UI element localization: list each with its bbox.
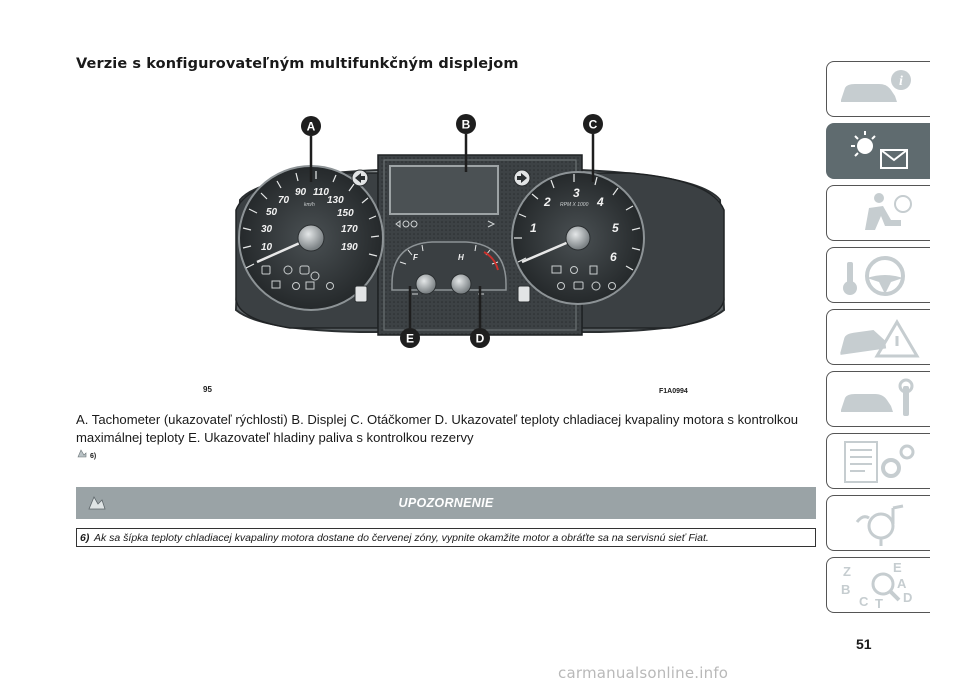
speed-tick-50: 50 <box>266 207 278 218</box>
car-warning-triangle-icon <box>840 319 920 358</box>
rpm-tick-2: 2 <box>543 195 551 209</box>
index-letter-z: Z <box>843 564 851 579</box>
speed-tick-130: 130 <box>327 195 344 206</box>
speed-tick-70: 70 <box>278 195 290 206</box>
tachometer-warning-lights <box>551 265 616 291</box>
callout-d-marker <box>470 328 490 348</box>
speed-tick-170: 170 <box>341 224 358 235</box>
callout-b-label: B <box>462 118 471 132</box>
multimedia-icon <box>855 504 904 546</box>
tachometer-tick-labels: 1 2 3 4 5 6 <box>530 186 619 264</box>
hand-warning-icon <box>88 496 106 510</box>
index-letter-a: A <box>897 576 907 591</box>
watermark: carmanualsonline.info <box>558 664 729 682</box>
sidebar-tab-technical-data[interactable] <box>826 433 930 489</box>
fuel-gauge-knob <box>415 273 437 295</box>
callout-markers <box>301 114 603 348</box>
index-letter-e: E <box>893 562 902 575</box>
car-wrench-icon <box>841 378 914 416</box>
speed-tick-190: 190 <box>341 242 358 253</box>
callout-d-label: D <box>476 332 485 346</box>
speedometer-tick-labels: 10 30 50 70 90 110 130 150 170 190 <box>261 187 358 253</box>
warning-reference: 6) <box>90 453 97 460</box>
warning-title: UPOZORNENIE <box>398 496 494 510</box>
tachometer-unit: RPM X 1000 <box>560 202 589 208</box>
callout-c-marker <box>583 114 603 134</box>
rpm-tick-6: 6 <box>610 250 617 264</box>
sidebar-tab-car-info[interactable]: i <box>826 61 930 117</box>
tachometer-hub <box>565 225 591 251</box>
speedometer-warning-lights <box>261 265 334 290</box>
callout-a-label: A <box>307 120 316 134</box>
sidebar-tab-emergency[interactable] <box>826 309 930 365</box>
warning-text: Ak sa šípka teploty chladiacej kvapaliny… <box>94 532 709 544</box>
car-info-icon: i <box>841 70 911 102</box>
temp-red-zone <box>483 251 499 271</box>
callout-e-marker <box>400 328 420 348</box>
sidebar-tab-warning-lights[interactable] <box>826 123 930 179</box>
fuel-temp-gauge <box>391 241 507 291</box>
key-steering-wheel-icon <box>843 256 905 296</box>
fuel-full-label: F <box>413 253 419 262</box>
warning-number: 6) <box>80 532 90 544</box>
callout-b-marker <box>456 114 476 134</box>
speed-tick-90: 90 <box>295 187 307 198</box>
svg-text:i: i <box>899 74 903 89</box>
warning-light-message-icon <box>851 131 908 169</box>
sidebar-tab-index[interactable]: Z E B A D C T <box>826 557 930 613</box>
sidebar-tab-safety[interactable] <box>826 185 930 241</box>
rpm-tick-3: 3 <box>573 186 580 200</box>
index-letter-b: B <box>841 582 850 597</box>
page-number: 51 <box>856 636 872 652</box>
tachometer-ticks <box>514 174 641 271</box>
temp-gauge-knob <box>450 273 472 295</box>
right-trip-button <box>517 285 531 303</box>
warning-header: UPOZORNENIE <box>76 487 816 519</box>
speed-tick-30: 30 <box>261 224 273 235</box>
index-letter-t: T <box>875 596 883 610</box>
multifunction-display <box>389 165 499 215</box>
rpm-tick-1: 1 <box>530 221 537 235</box>
hand-pointer-icon <box>77 449 87 458</box>
left-trip-button <box>354 285 368 303</box>
callout-e-label: E <box>406 332 414 346</box>
speed-tick-150: 150 <box>337 208 354 219</box>
figure-number: 95 <box>203 385 212 394</box>
sidebar-tab-starting-driving[interactable] <box>826 247 930 303</box>
index-letter-d: D <box>903 590 912 605</box>
rpm-tick-4: 4 <box>596 195 604 209</box>
seat-airbag-icon <box>865 193 912 230</box>
callout-c-label: C <box>589 118 598 132</box>
speedometer-ticks <box>242 171 380 269</box>
speedometer-hub <box>297 224 325 252</box>
callout-a-marker <box>301 116 321 136</box>
figure-caption: A. Tachometer (ukazovateľ rýchlosti) B. … <box>76 412 799 445</box>
speed-tick-110: 110 <box>313 187 329 198</box>
sidebar-tab-maintenance[interactable] <box>826 371 930 427</box>
sidebar-tab-multimedia[interactable] <box>826 495 930 551</box>
speedometer-unit: km/h <box>304 202 315 208</box>
rpm-tick-5: 5 <box>612 221 619 235</box>
data-gear-icon <box>844 441 915 483</box>
display-indicator-lights <box>395 220 496 228</box>
alphabetical-index-icon: Z E B A D C T <box>841 562 912 610</box>
index-letter-c: C <box>859 594 869 609</box>
warning-box: 6) Ak sa šípka teploty chladiacej kvapal… <box>76 528 816 547</box>
temp-hot-label: H <box>458 253 464 262</box>
figure-code: F1A0994 <box>659 388 688 395</box>
section-title: Verzie s konfigurovateľným multifunkčným… <box>76 56 519 72</box>
speed-tick-10: 10 <box>261 242 273 253</box>
